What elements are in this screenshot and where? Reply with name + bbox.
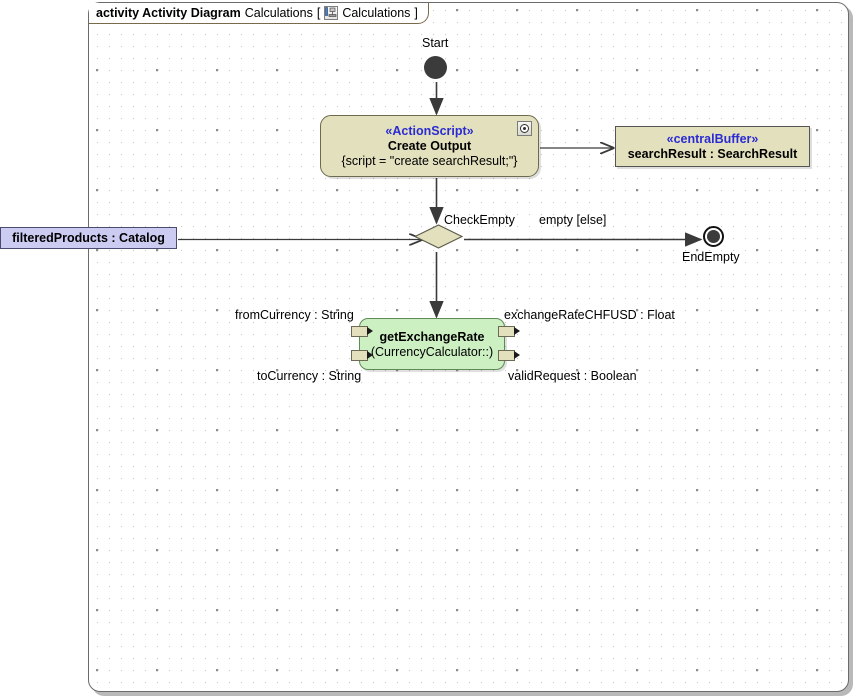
output-pin-exchange-rate-arrow xyxy=(514,327,520,335)
decision-label: CheckEmpty xyxy=(444,213,515,227)
diagram-frame-header[interactable]: activity Activity Diagram Calculations [… xyxy=(89,3,429,24)
output-pin-valid-request-arrow xyxy=(514,351,520,359)
action-node-create-output[interactable]: «ActionScript» Create Output {script = "… xyxy=(320,115,539,177)
activity-parameter-filtered-products[interactable]: filteredProducts : Catalog xyxy=(0,227,177,249)
output-pin-exchange-rate[interactable] xyxy=(498,326,515,337)
central-buffer-node[interactable]: «centralBuffer» searchResult : SearchRes… xyxy=(615,126,810,167)
activity-diagram-icon xyxy=(324,6,339,20)
get-exchange-rate-name: getExchangeRate xyxy=(379,329,485,344)
frame-keyword: activity Activity Diagram xyxy=(96,6,241,20)
frame-bracket-open: [ xyxy=(316,6,321,20)
frame-context-name: Calculations xyxy=(342,6,411,20)
call-behavior-action-get-exchange-rate[interactable]: getExchangeRate (CurrencyCalculator::) xyxy=(359,318,505,370)
output-pin-valid-request[interactable] xyxy=(498,350,515,361)
initial-node-icon[interactable] xyxy=(424,56,447,79)
input-pin-from-currency[interactable] xyxy=(351,326,368,337)
input-pin-from-currency-arrow xyxy=(367,327,373,335)
decision-node-check-empty[interactable] xyxy=(413,224,464,249)
frame-diagram-name: Calculations xyxy=(244,6,313,20)
pin-label-from-currency: fromCurrency : String xyxy=(235,308,354,322)
final-node-icon[interactable] xyxy=(703,226,724,247)
get-exchange-rate-behavior: (CurrencyCalculator::) xyxy=(370,344,494,359)
guard-label-else: empty [else] xyxy=(539,213,607,227)
central-buffer-stereotype: «centralBuffer» xyxy=(666,132,759,146)
central-buffer-name: searchResult : SearchResult xyxy=(627,147,798,161)
action-script-icon xyxy=(517,121,532,136)
create-output-name: Create Output xyxy=(387,139,472,153)
start-node-label: Start xyxy=(422,36,449,50)
frame-bracket-close: ] xyxy=(414,6,418,20)
input-pin-to-currency[interactable] xyxy=(351,350,368,361)
input-pin-to-currency-arrow xyxy=(367,351,373,359)
create-output-stereotype: «ActionScript» xyxy=(385,124,474,138)
create-output-body: {script = "create searchResult;"} xyxy=(341,154,518,168)
pin-label-to-currency: toCurrency : String xyxy=(257,369,362,383)
end-node-label: EndEmpty xyxy=(682,250,740,264)
pin-label-exchange-rate: exchangeRateCHFUSD : Float xyxy=(504,308,675,322)
pin-label-valid-request: validRequest : Boolean xyxy=(508,369,637,383)
